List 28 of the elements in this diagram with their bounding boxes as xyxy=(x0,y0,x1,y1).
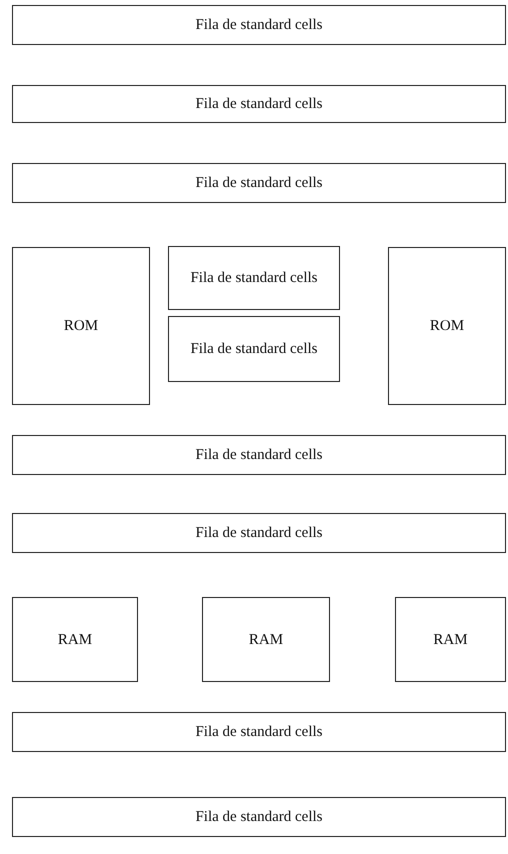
cell-row-block xyxy=(12,513,506,553)
cell-row-block xyxy=(12,712,506,752)
block-label: Fila de standard cells xyxy=(195,16,323,35)
block-label: Fila de standard cells xyxy=(195,808,323,827)
block-label: RAM xyxy=(433,630,468,650)
cell-row-block xyxy=(168,246,340,310)
rom-block xyxy=(388,247,506,405)
cell-row-block xyxy=(12,85,506,123)
block-label: ROM xyxy=(64,317,98,336)
rom-block xyxy=(12,247,150,405)
cell-row-block xyxy=(168,316,340,382)
ram-block xyxy=(12,597,138,682)
block-label: Fila de standard cells xyxy=(190,340,318,359)
cell-row-block xyxy=(12,163,506,203)
block-label: Fila de standard cells xyxy=(195,95,323,114)
block-label: ROM xyxy=(430,317,464,336)
block-label: Fila de standard cells xyxy=(195,524,323,543)
block-label: Fila de standard cells xyxy=(195,723,323,742)
block-label: RAM xyxy=(58,630,92,650)
block-label: Fila de standard cells xyxy=(195,174,323,193)
ram-block xyxy=(395,597,506,682)
cell-row-block xyxy=(12,797,506,837)
block-label: RAM xyxy=(248,630,284,650)
cell-row-block xyxy=(12,435,506,475)
block-label: Fila de standard cells xyxy=(190,269,318,288)
cell-row-block xyxy=(12,5,506,45)
block-label: Fila de standard cells xyxy=(195,446,323,465)
ram-block xyxy=(202,597,330,682)
